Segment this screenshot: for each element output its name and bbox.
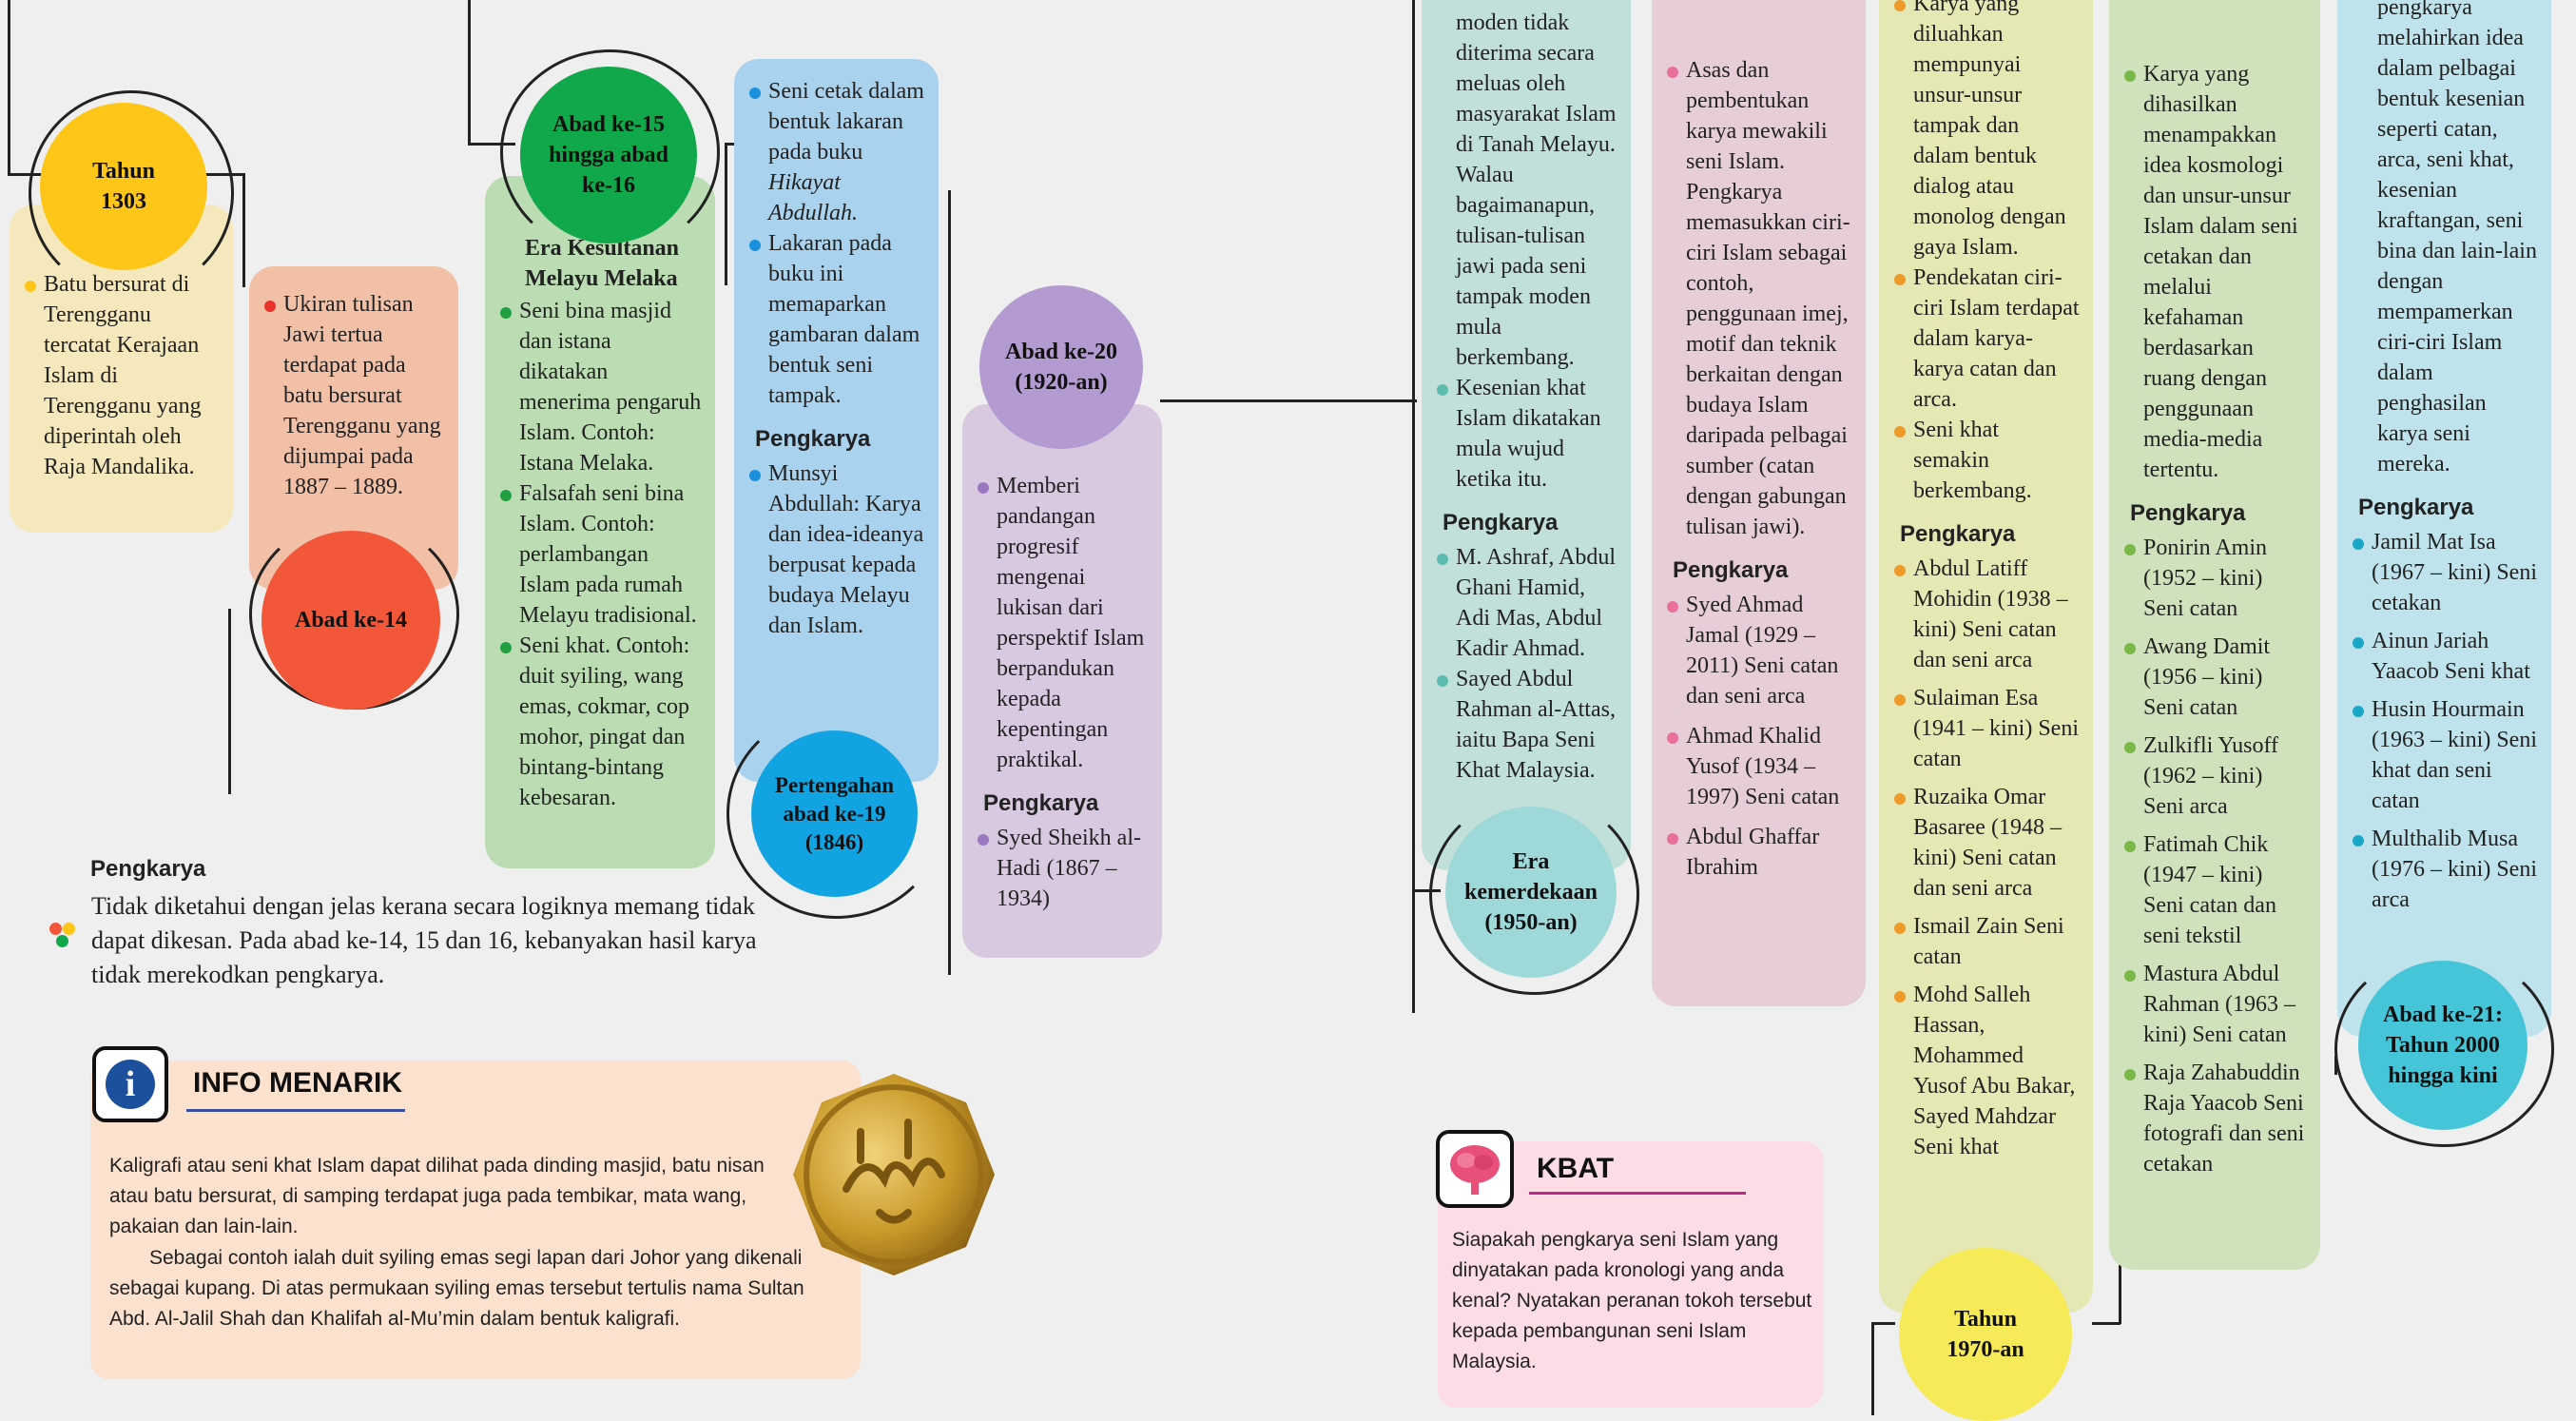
- item-melaka-3: Seni khat. Contoh: duit syiling, wang em…: [500, 631, 702, 813]
- circle-tahun-1303: Tahun 1303: [40, 103, 207, 270]
- pengkarya-abad-20: Syed Sheikh al-Hadi (1867 – 1934): [978, 823, 1149, 914]
- pengkarya-merdeka-1: M. Ashraf, Abdul Ghani Hamid, Adi Mas, A…: [1437, 542, 1617, 664]
- info-title: INFO MENARIK: [193, 1067, 402, 1099]
- pengkarya-1980-2: Awang Damit (1956 – kini) Seni catan: [2124, 632, 2307, 723]
- card-1970: Karya yang diluahkan mempunyai unsur-uns…: [1879, 0, 2093, 1313]
- item-pink-1: Asas dan pembentukan karya mewakili seni…: [1667, 55, 1852, 542]
- item-1970-3: Seni khat semakin berkembang.: [1894, 415, 2080, 506]
- pengkarya-pink-2: Ahmad Khalid Yusof (1934 – 1997) Seni ca…: [1667, 721, 1852, 812]
- info-paragraph-1: Kaligrafi atau seni khat Islam dapat dil…: [109, 1155, 765, 1237]
- pengkarya-heading-21: Pengkarya: [2358, 495, 2474, 520]
- pengkarya-abad-19: Munsyi Abdullah: Karya dan idea-ideanya …: [749, 458, 925, 641]
- item-melaka-1: Seni bina masjid dan istana dikatakan me…: [500, 296, 702, 478]
- card-abad-20: Memberi pandangan progresif mengenai luk…: [962, 404, 1162, 958]
- pengkarya-1970-4: Ismail Zain Seni catan: [1894, 911, 2080, 972]
- kbat-text: Siapakah pengkarya seni Islam yang dinya…: [1452, 1229, 1812, 1372]
- item-1303: Batu bersurat di Terengganu tercatat Ker…: [25, 269, 220, 482]
- pengkarya-21-2: Ainun Jariah Yaacob Seni khat: [2353, 626, 2538, 687]
- pengkarya-heading-merdeka: Pengkarya: [1443, 510, 1559, 535]
- pengkarya-1980-3: Zulkifli Yusoff (1962 – kini) Seni arca: [2124, 730, 2307, 822]
- pengkarya-heading-20: Pengkarya: [983, 790, 1099, 816]
- pengkarya-1970-2: Sulaiman Esa (1941 – kini) Seni catan: [1894, 683, 2080, 774]
- pengkarya-21-3: Husin Hourmain (1963 – kini) Seni khat d…: [2353, 694, 2538, 816]
- card-abad-19: Seni cetak dalam bentuk lakaran pada buk…: [734, 59, 939, 782]
- info-box: Kaligrafi atau seni khat Islam dapat dil…: [90, 1061, 861, 1379]
- pengkarya-note-label: Pengkarya: [90, 856, 206, 882]
- item-1980-1: Karya yang dihasilkan menampakkan idea k…: [2124, 59, 2307, 485]
- pengkarya-21-1: Jamil Mat Isa (1967 – kini) Seni cetakan: [2353, 527, 2538, 618]
- item-abad-19-2: Lakaran pada buku ini memaparkan gambara…: [749, 228, 925, 411]
- circle-abad-21: Abad ke-21: Tahun 2000 hingga kini: [2358, 961, 2528, 1130]
- item-abad-20: Memberi pandangan progresif mengenai luk…: [978, 471, 1149, 775]
- item-melaka-2: Falsafah seni bina Islam. Contoh: perlam…: [500, 478, 702, 631]
- pengkarya-1970-5: Mohd Salleh Hassan, Mohammed Yusof Abu B…: [1894, 980, 2080, 1162]
- pengkarya-1970-1: Abdul Latiff Mohidin (1938 – kini) Seni …: [1894, 554, 2080, 675]
- circle-abad-14: Abad ke-14: [261, 531, 440, 710]
- item-merdeka-1: moden tidak diterima secara meluas oleh …: [1456, 10, 1617, 370]
- card-1980: Karya yang dihasilkan menampakkan idea k…: [2109, 0, 2320, 1270]
- intro-abad-21: pengkarya melahirkan idea dalam pelbagai…: [2377, 0, 2537, 477]
- item-abad-14: Ukiran tulisan Jawi tertua terdapat pada…: [264, 289, 445, 502]
- circle-abad-20: Abad ke-20 (1920-an): [979, 285, 1143, 449]
- pengkarya-1970-3: Ruzaika Omar Basaree (1948 – kini) Seni …: [1894, 782, 2080, 904]
- gold-coin-icon: [793, 1074, 995, 1275]
- info-icon: i: [92, 1046, 168, 1122]
- kbat-title: KBAT: [1537, 1153, 1615, 1184]
- item-1970-1: Karya yang diluahkan mempunyai unsur-uns…: [1894, 0, 2080, 263]
- pengkarya-1980-4: Fatimah Chik (1947 – kini) Seni catan da…: [2124, 829, 2307, 951]
- pengkarya-heading-pink: Pengkarya: [1673, 557, 1789, 583]
- pengkarya-heading-19: Pengkarya: [755, 426, 871, 452]
- card-pink: Asas dan pembentukan karya mewakili seni…: [1652, 0, 1866, 1006]
- brain-icon: [1436, 1130, 1514, 1208]
- circle-abad-19: Pertengahan abad ke-19 (1846): [751, 730, 918, 897]
- pengkarya-heading-1980: Pengkarya: [2130, 500, 2246, 526]
- pengkarya-merdeka-2: Sayed Abdul Rahman al-Attas, iaitu Bapa …: [1437, 664, 1617, 786]
- circle-tahun-1970: Tahun 1970-an: [1899, 1248, 2072, 1421]
- item-1970-2: Pendekatan ciri-ciri Islam terdapat dala…: [1894, 263, 2080, 415]
- info-paragraph-2: Sebagai contoh ialah duit syiling emas s…: [109, 1247, 804, 1330]
- pengkarya-21-4: Multhalib Musa (1976 – kini) Seni arca: [2353, 824, 2538, 915]
- pengkarya-1980-5: Mastura Abdul Rahman (1963 – kini) Seni …: [2124, 959, 2307, 1050]
- circle-era-kemerdekaan: Era kemerdekaan (1950-an): [1445, 807, 1617, 978]
- kbat-box: Siapakah pengkarya seni Islam yang dinya…: [1438, 1141, 1823, 1408]
- card-abad-15-16: Era Kesultanan Melayu Melaka Seni bina m…: [485, 176, 715, 868]
- pengkarya-pink-1: Syed Ahmad Jamal (1929 – 2011) Seni cata…: [1667, 590, 1852, 711]
- item-abad-19-1: Seni cetak dalam bentuk lakaran pada buk…: [749, 76, 925, 228]
- circle-abad-15-16: Abad ke-15 hingga abad ke-16: [520, 67, 697, 243]
- pengkarya-1980-1: Ponirin Amin (1952 – kini) Seni catan: [2124, 533, 2307, 624]
- pengkarya-heading-1970: Pengkarya: [1900, 521, 2016, 547]
- card-merdeka: moden tidak diterima secara meluas oleh …: [1422, 0, 1631, 870]
- item-merdeka-2: Kesenian khat Islam dikatakan mula wujud…: [1437, 373, 1617, 495]
- pengkarya-note-text: Tidak diketahui dengan jelas kerana seca…: [91, 892, 757, 988]
- pengkarya-1980-6: Raja Zahabuddin Raja Yaacob Seni fotogra…: [2124, 1058, 2307, 1179]
- card-abad-21: pengkarya melahirkan idea dalam pelbagai…: [2337, 0, 2551, 1037]
- tricolor-dots-icon: [49, 923, 78, 951]
- pengkarya-pink-3: Abdul Ghaffar Ibrahim: [1667, 822, 1852, 883]
